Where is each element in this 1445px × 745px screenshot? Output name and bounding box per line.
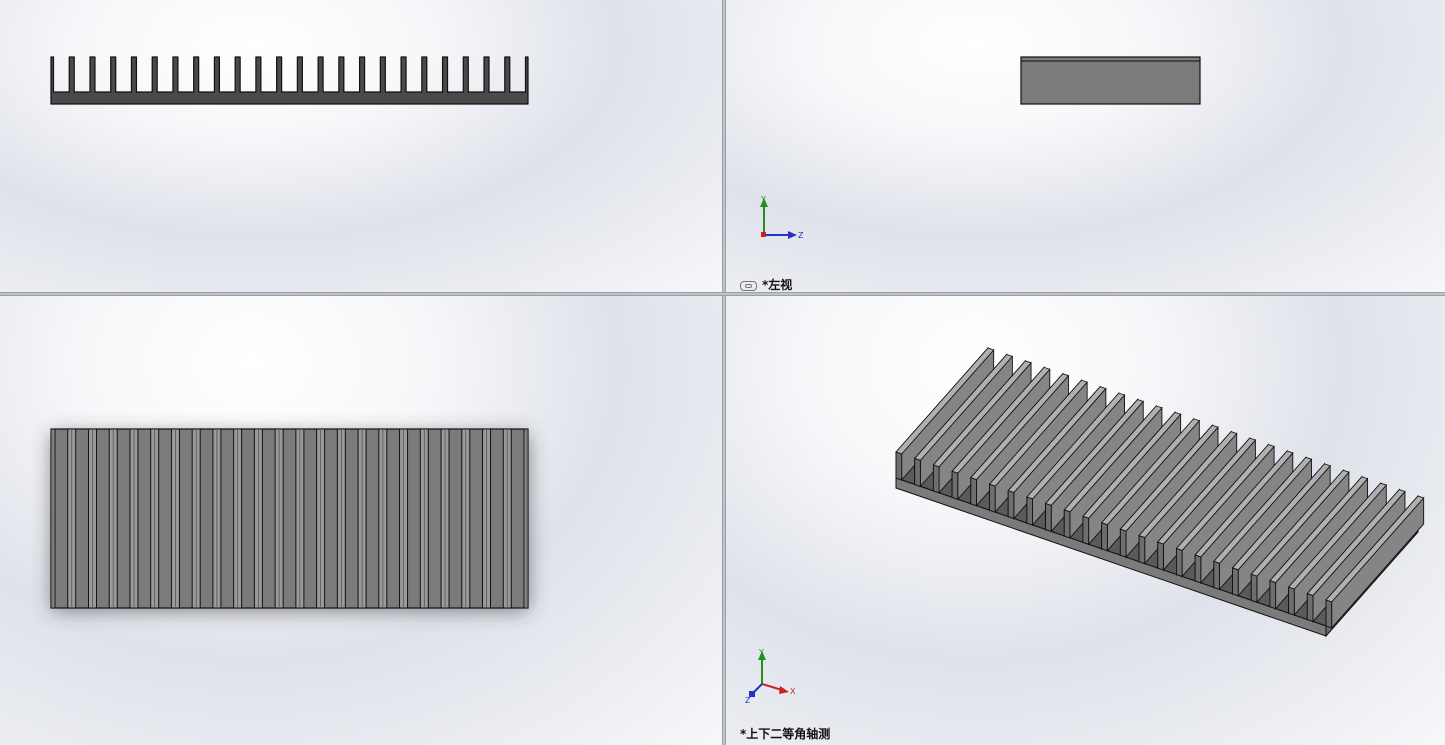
viewport-top[interactable] <box>0 296 722 745</box>
heatsink-iso-fin-front <box>1232 567 1239 597</box>
heatsink-iso-fin-front <box>1101 522 1108 552</box>
axis-label-x: X <box>790 687 796 696</box>
axis-triad-left-view: Y Z <box>756 193 806 247</box>
view-link-icon[interactable] <box>740 280 757 291</box>
heatsink-iso-fin-front <box>1063 509 1071 539</box>
heatsink-iso-fin-front <box>1045 502 1052 533</box>
view-name-label: *左视 <box>740 276 792 292</box>
heatsink-side-view[interactable] <box>726 0 1445 292</box>
heatsink-iso-fin-front <box>1026 496 1033 526</box>
heatsink-iso-fin-front <box>951 470 959 500</box>
heatsink-iso-fin-front <box>1306 592 1314 623</box>
heatsink-front-profile <box>50 56 529 105</box>
heatsink-iso-fin-front <box>1175 547 1183 578</box>
axis-label-z: Z <box>745 696 751 705</box>
axis-label-z: Z <box>798 231 804 240</box>
heatsink-iso-fin-front <box>895 451 903 481</box>
heatsink-iso-fin-front <box>1269 580 1277 610</box>
viewport-splitter-vertical[interactable] <box>722 0 726 745</box>
heatsink-iso-fin-front <box>1157 541 1164 571</box>
heatsink-iso-fin-front <box>1325 599 1333 629</box>
viewport-front[interactable] <box>0 0 722 292</box>
heatsink-top-view[interactable] <box>0 296 722 745</box>
axis-label-y: Y <box>760 195 766 204</box>
heatsink-iso-fin-front <box>989 483 996 513</box>
heatsink-iso-fin-front <box>1194 554 1202 584</box>
viewport-isometric[interactable]: Y X Z *上下二等角轴测 <box>726 296 1445 745</box>
axis-label-y: Y <box>758 648 764 657</box>
view-name-text: *左视 <box>762 278 793 292</box>
heatsink-iso-fin-front <box>914 457 921 488</box>
viewport-left-view[interactable]: Y Z *左视 <box>726 0 1445 292</box>
heatsink-iso-fin-front <box>1119 528 1127 558</box>
heatsink-iso-fin-front <box>1288 586 1295 616</box>
heatsink-iso-fin-front <box>1138 535 1146 565</box>
heatsink-iso-fin-front <box>932 464 940 494</box>
viewport-splitter-horizontal[interactable] <box>0 292 1445 296</box>
heatsink-iso-fin-front <box>970 477 977 507</box>
heatsink-iso-fin-front <box>1007 489 1015 520</box>
heatsink-iso-fin-front <box>1213 560 1220 590</box>
heatsink-isometric-view[interactable] <box>726 296 1445 745</box>
view-name-label: *上下二等角轴测 <box>740 727 831 741</box>
heatsink-front-view[interactable] <box>0 0 722 292</box>
heatsink-iso-fin-front <box>1082 515 1090 545</box>
heatsink-top-base <box>50 428 529 609</box>
heatsink-iso-fin-front <box>1250 573 1258 603</box>
axis-triad-isometric: Y X Z <box>742 646 802 710</box>
heatsink-side-face <box>1020 56 1201 105</box>
